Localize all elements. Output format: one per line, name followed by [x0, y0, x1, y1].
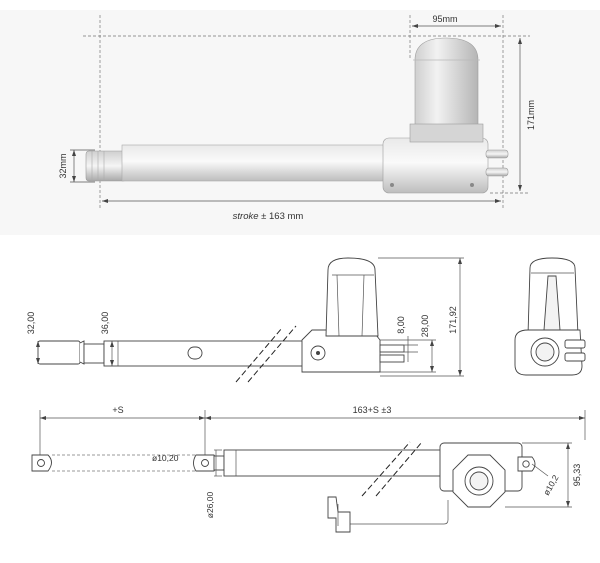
dim-bracket-b-label: 28,00 [420, 315, 430, 338]
dim-arrow [412, 24, 418, 28]
dim-arrow [430, 340, 434, 346]
dim-rod-label: ø26,00 [205, 491, 215, 518]
break-line [247, 325, 297, 383]
dim-diameter-label: 32mm [58, 153, 68, 178]
rod-neck [79, 340, 85, 365]
bracket-end-lower [564, 352, 586, 362]
dim-hole-front-label: ø10,20 [152, 453, 179, 463]
stroke-word: stroke [233, 211, 259, 222]
dim-arrow [199, 416, 205, 420]
motor-rib [336, 274, 340, 337]
stroke-label: stroke ± 163 mm [233, 211, 304, 222]
motor-rib [361, 274, 365, 337]
extended-eye-hole [37, 459, 45, 467]
rod-eye-end [37, 340, 81, 365]
dim-stroke-label: +S [112, 405, 123, 415]
dim-arrow [458, 258, 462, 264]
break-line [235, 327, 283, 383]
rear-bracket-lower [379, 354, 405, 363]
dim-rod-a-label: 32,00 [26, 312, 36, 335]
rear-bracket-upper [379, 344, 405, 353]
dim-arrow [72, 150, 76, 156]
break-line [375, 441, 423, 497]
dim-arrow [430, 366, 434, 372]
dim-width-label: 95,33 [572, 464, 582, 487]
dim-arrow [566, 443, 570, 449]
dim-arrow [518, 38, 522, 44]
screw [390, 183, 394, 187]
dim-arrow [72, 176, 76, 182]
inner-rod [83, 343, 105, 364]
dim-arrow [495, 199, 501, 203]
main-tube [121, 144, 388, 182]
dim-arrow [110, 360, 114, 366]
render-view: 95mm 171mm 32mm stroke ± 163 mm [0, 10, 600, 235]
housing-hub-center [316, 351, 320, 355]
dim-arrow [40, 416, 46, 420]
stroke-value: ± 163 mm [261, 211, 303, 222]
screw [470, 183, 474, 187]
cable-plug [327, 496, 351, 533]
dim-arrow [102, 199, 108, 203]
leader-line [531, 463, 549, 477]
dim-hole-rear-label: ø10,2 [541, 473, 561, 497]
dim-height-label: 171mm [526, 100, 536, 130]
rod-eye-hole [201, 459, 209, 467]
rod-neck-top [213, 455, 225, 471]
dim-arrow [458, 370, 462, 376]
tube-end-inner [535, 342, 555, 362]
rendered-actuator [85, 37, 509, 194]
dim-rod-b-label: 36,00 [100, 312, 110, 335]
motor-body [414, 37, 479, 133]
side-view: 32,00 36,00 8,00 28,00 171,92 [26, 257, 464, 383]
outer-tube-top [223, 449, 445, 477]
dim-arrow [36, 341, 40, 347]
dim-arrow [579, 416, 585, 420]
dim-arrow [495, 24, 501, 28]
bracket-end-upper [564, 339, 586, 349]
motor-side [325, 257, 379, 337]
dim-width-label: 95mm [432, 14, 457, 24]
dim-arrow [110, 341, 114, 347]
end-view [514, 257, 586, 376]
break-line [361, 441, 411, 497]
motor-base [409, 123, 484, 143]
dim-length-label: 163+S ±3 [353, 405, 392, 415]
top-view: +S 163+S ±3 ø10,20 ø26,00 [31, 405, 586, 533]
rear-prong-lower [485, 167, 509, 177]
power-cable [350, 500, 449, 525]
dim-arrow [205, 416, 211, 420]
rear-prong-upper [485, 149, 509, 159]
dim-arrow [566, 501, 570, 507]
rear-eye-hole [522, 460, 530, 468]
dim-arrow [518, 185, 522, 191]
dim-height-label: 171,92 [448, 306, 458, 334]
dim-bracket-a-label: 8,00 [396, 316, 406, 334]
motor-top-inner [469, 471, 489, 491]
limit-slot [187, 346, 203, 360]
dim-arrow [36, 358, 40, 364]
outer-tube [103, 340, 320, 367]
